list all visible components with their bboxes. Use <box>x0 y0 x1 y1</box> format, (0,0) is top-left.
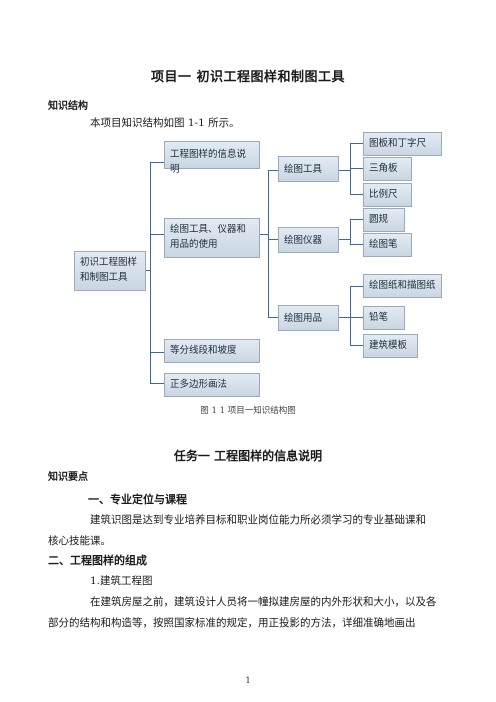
node-drawing-supplies: 绘图用品 <box>278 305 339 331</box>
connector-line <box>150 352 164 353</box>
knowledge-points-heading: 知识要点 <box>48 472 88 483</box>
figure-caption: 图 1 1 项目一知识结构图 <box>200 406 296 416</box>
page-number: 1 <box>245 676 251 685</box>
connector-line <box>350 143 351 195</box>
connector-line <box>268 170 278 171</box>
knowledge-structure-heading: 知识结构 <box>48 101 88 112</box>
node-info-description: 工程图样的信息说明 <box>164 141 260 175</box>
page-title: 项目一 初识工程图样和制图工具 <box>150 70 346 85</box>
node-pencil: 铅笔 <box>363 306 405 330</box>
connector-line <box>146 270 151 271</box>
node-polygon-drawing: 正多边形画法 <box>164 373 260 397</box>
node-drawing-tools: 绘图工具 <box>278 156 339 182</box>
node-board-t-square: 图板和丁字尺 <box>363 132 442 156</box>
connector-line <box>150 162 164 163</box>
connector-line <box>350 345 363 346</box>
node-compass: 圆规 <box>363 208 405 232</box>
connector-line <box>268 239 278 240</box>
connector-line <box>150 162 151 383</box>
section-1-text-line2: 核心技能课。 <box>48 535 111 547</box>
connector-line <box>260 234 269 235</box>
connector-line <box>350 143 363 144</box>
node-triangle: 三角板 <box>363 157 412 181</box>
connector-line <box>350 244 363 245</box>
node-scale-ruler: 比例尺 <box>363 183 412 207</box>
connector-line <box>339 170 351 171</box>
task-title: 任务一 工程图样的信息说明 <box>173 449 323 463</box>
connector-line <box>268 317 278 318</box>
node-line-division: 等分线段和坡度 <box>164 339 260 363</box>
connector-line <box>350 286 363 287</box>
connector-line <box>350 317 363 318</box>
section-1-title: 一、专业定位与课程 <box>88 493 187 506</box>
connector-line <box>339 239 351 240</box>
connector-line <box>339 317 351 318</box>
paragraph-line1: 在建筑房屋之前，建筑设计人员将一幢拟建房屋的内外形状和大小，以及各 <box>90 596 437 608</box>
connector-line <box>350 219 363 220</box>
intro-text: 本项目知识结构如图 1-1 所示。 <box>90 117 240 129</box>
paragraph-line2: 部分的结构和构造等，按照国家标准的规定，用正投影的方法，详细准确地画出 <box>48 617 416 629</box>
node-tools-usage: 绘图工具、仪器和用品的使用 <box>164 218 260 258</box>
connector-line <box>350 194 363 195</box>
connector-line <box>268 170 269 318</box>
connector-line <box>150 383 164 384</box>
node-drawing-pen: 绘图笔 <box>363 233 412 257</box>
node-drawing-instruments: 绘图仪器 <box>278 227 339 253</box>
section-1-text-line1: 建筑识图是达到专业培养目标和职业岗位能力所必须学习的专业基础课和 <box>90 514 426 526</box>
connector-line <box>350 219 351 245</box>
connector-line <box>350 168 363 169</box>
section-2-title: 二、工程图样的组成 <box>48 554 147 567</box>
node-drawing-paper: 绘图纸和描图纸 <box>363 274 442 298</box>
connector-line <box>350 286 351 346</box>
root-node: 初识工程图样和制图工具 <box>74 251 146 291</box>
node-architectural-template: 建筑模板 <box>363 334 418 358</box>
subsection-1-title: 1.建筑工程图 <box>90 575 153 587</box>
connector-line <box>150 234 164 235</box>
